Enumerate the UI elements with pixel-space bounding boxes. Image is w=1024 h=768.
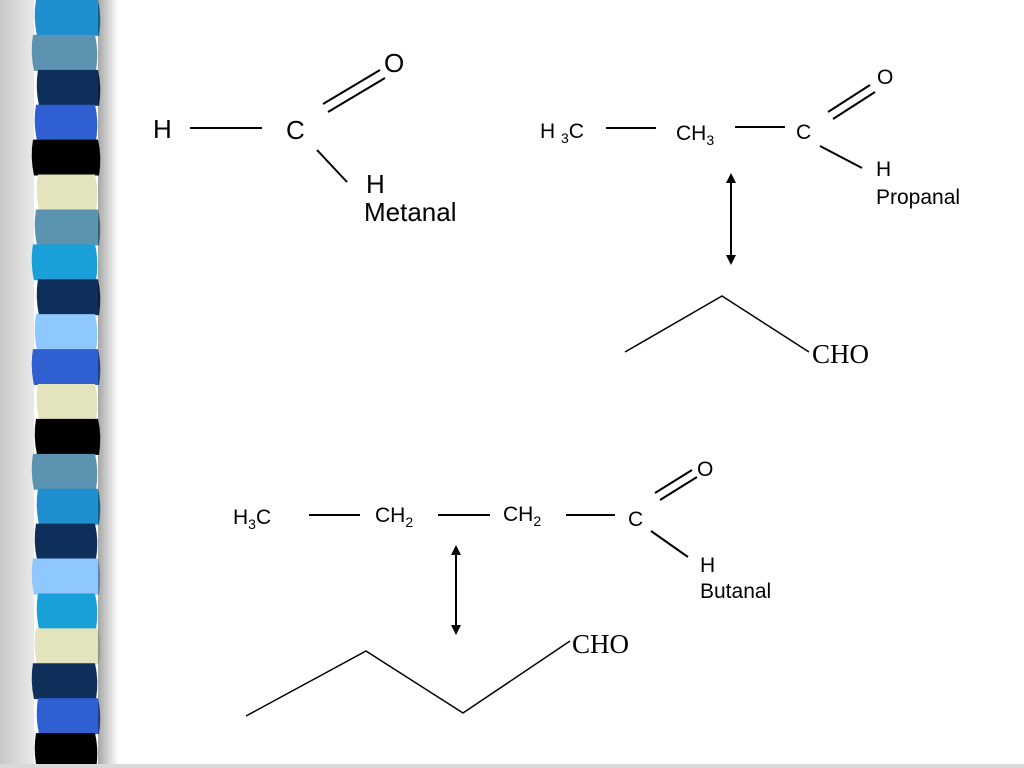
decor-band-stripe bbox=[36, 698, 101, 735]
decor-band-stripe bbox=[36, 279, 101, 316]
metanal-double-bond-2 bbox=[327, 77, 386, 113]
propanal-o: O bbox=[877, 66, 893, 89]
decor-band-stripe bbox=[31, 244, 98, 281]
butanal-name: Butanal bbox=[700, 580, 771, 603]
propanal-double-bond-2 bbox=[832, 91, 876, 120]
decor-band-stripe bbox=[34, 523, 98, 560]
butanal-bond-c-h bbox=[650, 530, 689, 558]
butanal-h: H bbox=[700, 554, 715, 577]
decor-band-shadow bbox=[98, 0, 118, 768]
decor-band-shade bbox=[0, 0, 34, 768]
metanal-bond-c-h bbox=[316, 149, 348, 183]
butanal-c: C bbox=[628, 508, 643, 531]
propanal-h3c: H 3C bbox=[540, 120, 584, 146]
metanal-h-left: H bbox=[153, 114, 172, 144]
butanal-skeletal bbox=[245, 640, 571, 717]
bottom-strip bbox=[0, 764, 1024, 768]
butanal-o: O bbox=[697, 458, 713, 481]
metanal-name: Metanal bbox=[364, 197, 457, 227]
butanal-ch2-second: CH2 bbox=[503, 503, 541, 529]
butanal-h3c: H3C bbox=[233, 506, 271, 532]
decor-band-stripe bbox=[31, 558, 101, 595]
butanal-ch2-first: CH2 bbox=[375, 504, 413, 530]
decor-band-stripe bbox=[34, 104, 98, 141]
propanal-c: C bbox=[796, 121, 811, 144]
metanal-c: C bbox=[286, 115, 305, 145]
decor-band-stripe bbox=[34, 733, 98, 768]
decor-band-stripe bbox=[34, 314, 98, 351]
metanal-o: O bbox=[384, 48, 404, 78]
propanal-name: Propanal bbox=[876, 186, 960, 209]
propanal-skeletal-cho: CHO bbox=[812, 339, 869, 369]
decor-band-stripe bbox=[31, 139, 101, 176]
decor-band-stripe bbox=[36, 174, 98, 211]
decor-band-stripe bbox=[34, 628, 101, 665]
decor-band-stripes bbox=[31, 0, 101, 768]
propanal-h: H bbox=[876, 158, 891, 181]
propanal-structure: H 3C CH3 C O H Propanal CHO bbox=[540, 66, 960, 369]
butanal-double-bond-1 bbox=[654, 469, 693, 494]
decor-band-stripe bbox=[36, 69, 101, 106]
propanal-double-bond-1 bbox=[827, 84, 871, 113]
decor-band-stripe bbox=[31, 34, 98, 71]
butanal-skeletal-cho: CHO bbox=[572, 629, 629, 659]
decor-band-stripe bbox=[34, 209, 101, 246]
butanal-structure: H3C CH2 CH2 C O H Butanal CHO bbox=[233, 458, 771, 717]
metanal-h-bottom: H bbox=[366, 169, 385, 199]
metanal-double-bond-1 bbox=[322, 69, 381, 105]
propanal-bond-c-h bbox=[819, 145, 863, 169]
decor-band bbox=[0, 0, 101, 768]
decor-band-stripe bbox=[36, 488, 101, 525]
decor-band-stripe bbox=[31, 349, 101, 385]
decor-band-stripe bbox=[36, 384, 98, 420]
propanal-ch3: CH3 bbox=[676, 122, 714, 148]
decor-band-stripe bbox=[34, 418, 101, 455]
decor-band-stripe bbox=[36, 593, 98, 630]
propanal-skeletal bbox=[624, 295, 810, 353]
decor-band-stripe bbox=[31, 663, 98, 700]
decor-band-stripe bbox=[31, 453, 98, 490]
metanal-structure: H C O H Metanal bbox=[153, 48, 457, 227]
decor-band-stripe bbox=[34, 0, 101, 36]
butanal-double-bond-2 bbox=[659, 476, 698, 501]
